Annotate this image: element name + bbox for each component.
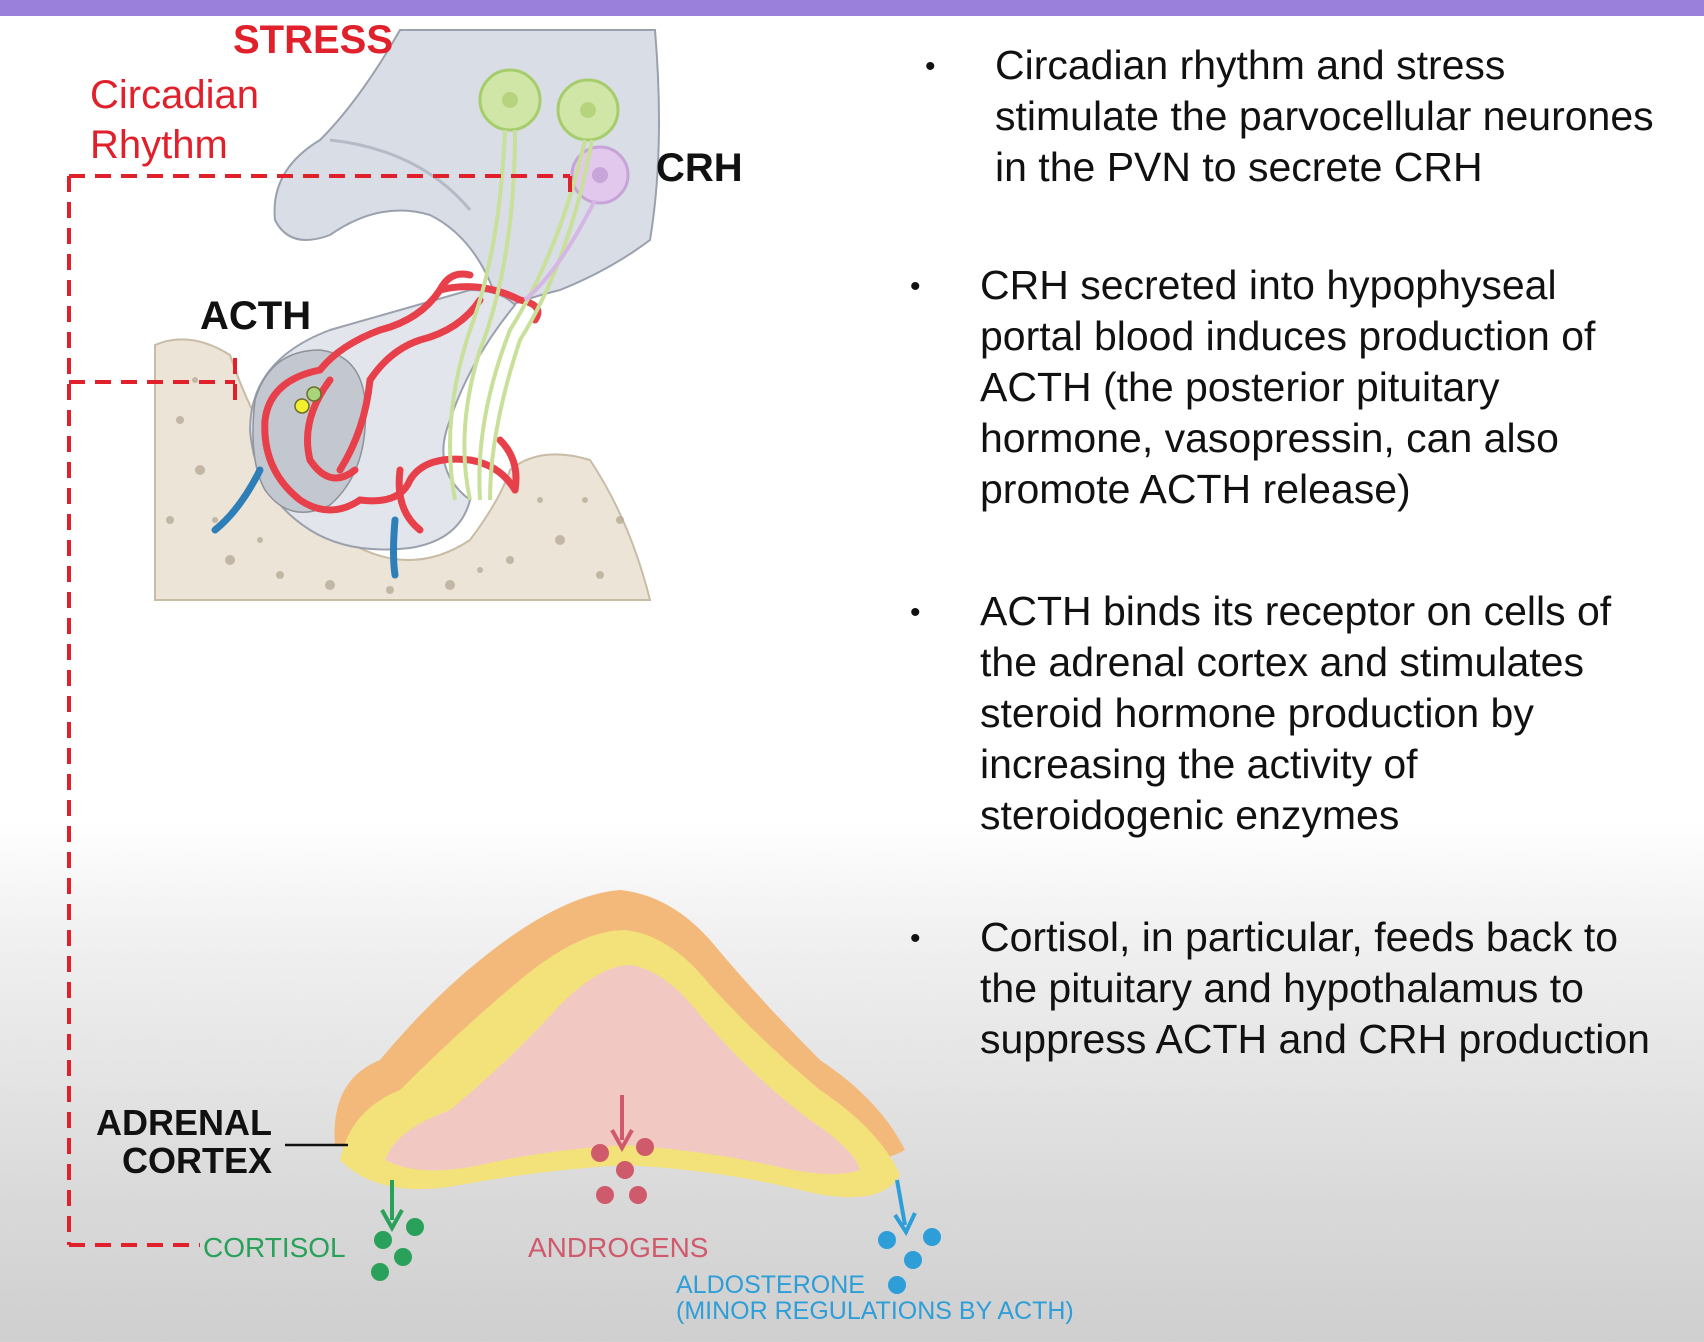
cortisol-label: CORTISOL [203, 1232, 346, 1263]
circadian-rhythm-label: Circadian Rhythm [90, 70, 259, 170]
bullet-marker: • [925, 50, 936, 83]
bullet-line: Cortisol, in particular, feeds back to [980, 914, 1619, 960]
stress-label: STRESS [233, 18, 394, 62]
bullet-line: the adrenal cortex and stimulates [980, 639, 1584, 685]
portal-blood-vessels [261, 270, 542, 534]
bullet-line: ACTH (the posterior pituitary [980, 364, 1500, 410]
adrenal-line-2: CORTEX [121, 1140, 272, 1181]
aldosterone-secretion [878, 1179, 941, 1294]
adrenal-line-1: ADRENAL [96, 1102, 272, 1143]
bullet-marker: • [910, 270, 921, 303]
bullet-text: Circadian rhythm and stress stimulate th… [995, 40, 1704, 193]
bullet-text: CRH secreted into hypophyseal portal blo… [980, 260, 1704, 515]
bullet-line: Circadian rhythm and stress [995, 42, 1506, 88]
negative-feedback-loop [67, 174, 572, 1247]
bullet-text: Cortisol, in particular, feeds back to t… [980, 912, 1704, 1065]
vein [211, 466, 264, 534]
vein [390, 516, 399, 579]
acth-label: ACTH [200, 294, 312, 338]
bullet-line: the pituitary and hypothalamus to [980, 965, 1584, 1011]
hormone-dot [306, 386, 322, 402]
bullet-line: stimulate the parvocellular neurones [995, 93, 1654, 139]
hormone-dot [294, 398, 310, 414]
bullet-line: promote ACTH release) [980, 466, 1411, 512]
crh-label: CRH [656, 146, 743, 190]
bullet-line: CRH secreted into hypophyseal [980, 262, 1557, 308]
aldosterone-line-2: (MINOR REGULATIONS BY ACTH) [676, 1297, 1074, 1325]
circadian-line-2: Rhythm [90, 123, 228, 167]
bullet-line: steroidogenic enzymes [980, 792, 1400, 838]
aldosterone-label: ALDOSTERONE (MINOR REGULATIONS BY ACTH) [676, 1272, 1074, 1324]
bullet-line: hormone, vasopressin, can also [980, 415, 1559, 461]
bullet-marker: • [910, 922, 921, 955]
bullet-line: ACTH binds its receptor on cells of [980, 588, 1612, 634]
androgen-secretion [591, 1095, 654, 1204]
bullet-line: suppress ACTH and CRH production [980, 1016, 1650, 1062]
adrenal-cortex-illustration [334, 890, 906, 1198]
bullet-line: portal blood induces production of [980, 313, 1596, 359]
cortisol-secretion [371, 1180, 424, 1281]
bullet-line: steroid hormone production by [980, 690, 1534, 736]
bullet-text: ACTH binds its receptor on cells of the … [980, 586, 1704, 841]
aldosterone-line-1: ALDOSTERONE [676, 1271, 865, 1299]
bullet-marker: • [910, 596, 921, 629]
bullet-line: in the PVN to secrete CRH [995, 144, 1483, 190]
parvocellular-neurons [448, 68, 630, 501]
accent-bar [0, 0, 1704, 16]
adrenal-cortex-label: ADRENAL CORTEX [90, 1104, 272, 1180]
bullet-line: increasing the activity of [980, 741, 1418, 787]
androgens-label: ANDROGENS [528, 1232, 709, 1263]
circadian-line-1: Circadian [90, 73, 259, 117]
